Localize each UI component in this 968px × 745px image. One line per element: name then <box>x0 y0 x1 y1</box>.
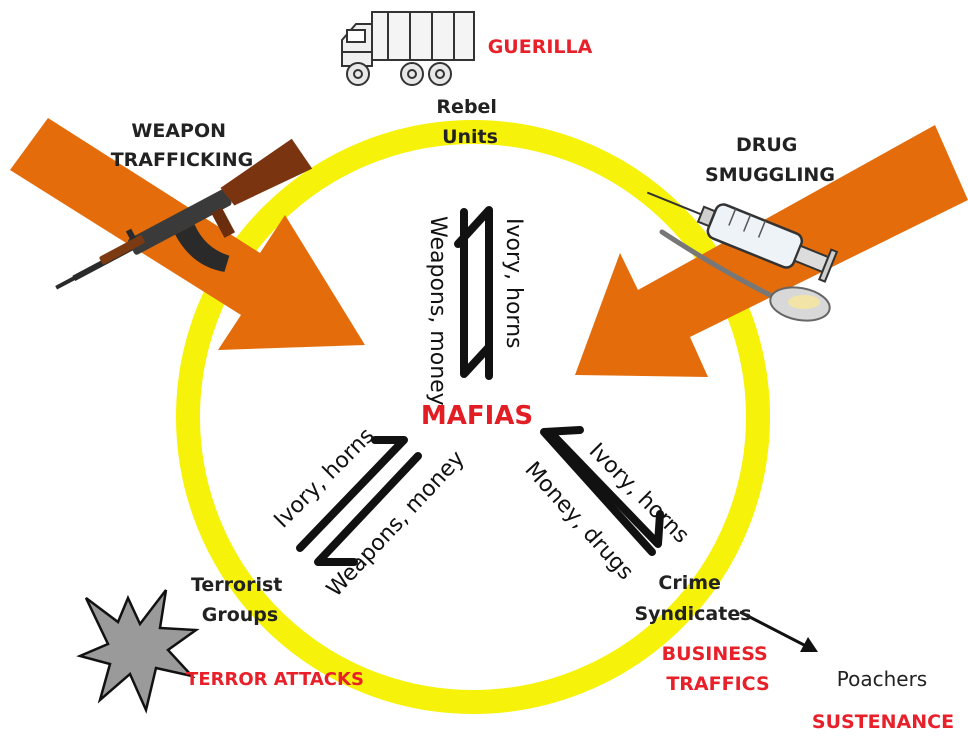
spoon-icon <box>659 229 831 322</box>
category-sustenance: SUSTENANCE <box>812 711 954 733</box>
weapon-trafficking-line2: TRAFFICKING <box>111 149 254 171</box>
syringe-icon <box>646 191 839 283</box>
node-crime-syndicates-line1: Crime <box>658 572 721 594</box>
node-terrorist-groups-line1: Terrorist <box>191 574 282 596</box>
node-poachers: Poachers <box>837 667 927 691</box>
node-crime-syndicates-line2: Syndicates <box>634 603 751 625</box>
flow-line-right-ivory <box>546 428 664 548</box>
flow-label-top-right: Ivory, horns <box>501 218 526 349</box>
flow-label-top-left: Weapons, money <box>425 216 450 406</box>
category-business-traffics: BUSINESS TRAFFICS <box>662 643 775 695</box>
node-rebel-units: Rebel Units <box>436 96 503 148</box>
category-terror-attacks: TERROR ATTACKS <box>186 669 364 690</box>
node-terrorist-groups: Terrorist Groups <box>191 574 289 626</box>
node-rebel-units-line1: Rebel <box>436 96 497 118</box>
military-truck-icon <box>341 11 475 86</box>
flow-lines <box>296 206 664 566</box>
drug-smuggling-line2: SMUGGLING <box>705 164 835 186</box>
flow-line-left-weapons <box>314 452 422 566</box>
crime-to-poachers-arrow <box>739 610 818 652</box>
drug-smuggling-label: DRUG SMUGGLING <box>705 134 835 186</box>
category-business-line2: TRAFFICS <box>666 673 769 695</box>
category-guerilla: GUERILLA <box>488 36 593 58</box>
network-circle <box>176 120 770 714</box>
node-rebel-units-line2: Units <box>442 126 498 148</box>
drug-smuggling-line1: DRUG <box>736 134 797 156</box>
node-terrorist-groups-line2: Groups <box>202 604 278 626</box>
rifle-icon <box>55 138 313 290</box>
flow-line-ivory-horns-down <box>460 208 492 378</box>
center-label: MAFIAS <box>421 401 533 431</box>
flow-line-weapons-money-up <box>454 206 493 380</box>
node-crime-syndicates: Crime Syndicates <box>634 572 751 625</box>
category-business-line1: BUSINESS <box>662 643 768 665</box>
flow-line-left-ivory <box>296 436 408 552</box>
weapon-trafficking-label: WEAPON TRAFFICKING <box>111 120 254 171</box>
explosion-icon <box>76 589 200 714</box>
flow-line-right-money <box>540 426 656 556</box>
weapon-trafficking-line1: WEAPON <box>131 120 226 142</box>
